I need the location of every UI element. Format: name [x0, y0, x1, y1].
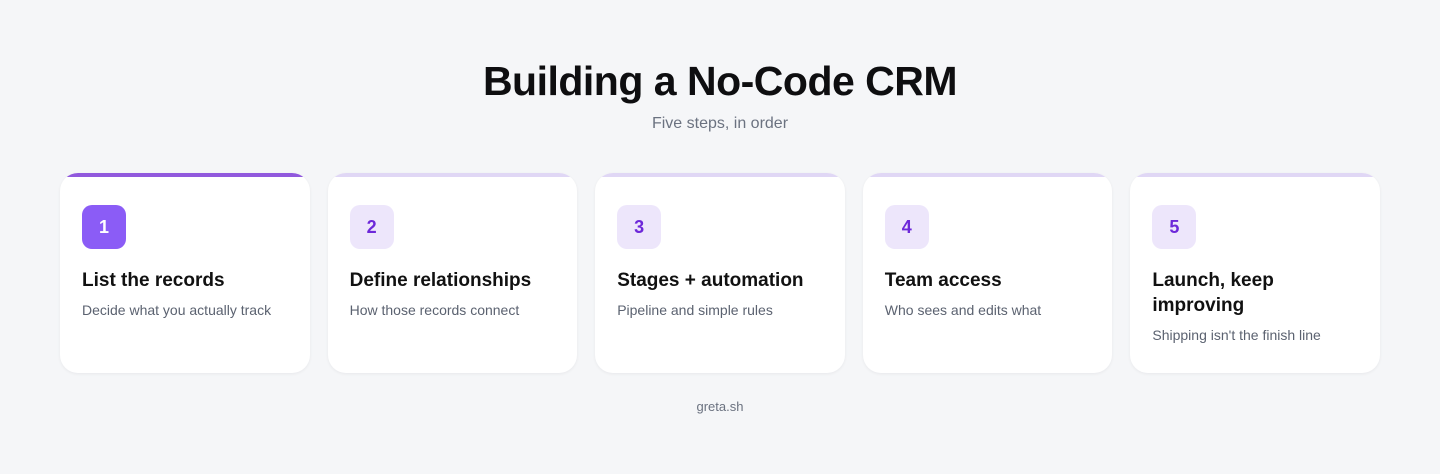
step-number-badge: 4 — [884, 205, 929, 249]
step-title-text: Team access — [884, 270, 1002, 291]
step-title: Launch, keep improving Shipping isn't th… — [1152, 268, 1360, 344]
step-description: Who sees and edits what — [884, 302, 1042, 318]
step-title-text: Stages + automation — [617, 270, 804, 291]
step-card-1: 1 List the records Decide what you actua… — [60, 173, 310, 373]
step-number-badge: 3 — [617, 205, 662, 249]
step-number-badge: 1 — [82, 205, 126, 249]
step-title: Define relationships How those records c… — [350, 268, 558, 319]
step-card-4: 4 Team access Who sees and edits what — [862, 173, 1113, 373]
step-title-text: Define relationships — [349, 270, 532, 291]
step-description: How those records connect — [349, 302, 520, 318]
step-description: Shipping isn't the finish line — [1152, 327, 1321, 343]
step-title: Team access Who sees and edits what — [885, 268, 1093, 319]
step-card-3: 3 Stages + automation Pipeline and simpl… — [595, 173, 845, 373]
page-subtitle: Five steps, in order — [651, 115, 789, 132]
step-description: Decide what you actually track — [82, 302, 272, 318]
step-title-text: List the records — [82, 270, 225, 291]
steps-list: 1 List the records Decide what you actua… — [60, 173, 1380, 373]
step-title: List the records Decide what you actuall… — [82, 268, 290, 319]
step-title-text: Launch, keep improving — [1152, 270, 1274, 316]
step-number-badge: 5 — [1152, 205, 1197, 249]
step-card-5: 5 Launch, keep improving Shipping isn't … — [1130, 173, 1380, 373]
step-number-badge: 2 — [349, 205, 394, 249]
footer-credit: greta.sh — [696, 399, 744, 414]
step-card-2: 2 Define relationships How those records… — [327, 173, 578, 373]
step-title: Stages + automation Pipeline and simple … — [617, 268, 825, 319]
step-description: Pipeline and simple rules — [617, 302, 773, 318]
page-title: Building a No-Code CRM — [482, 58, 958, 104]
